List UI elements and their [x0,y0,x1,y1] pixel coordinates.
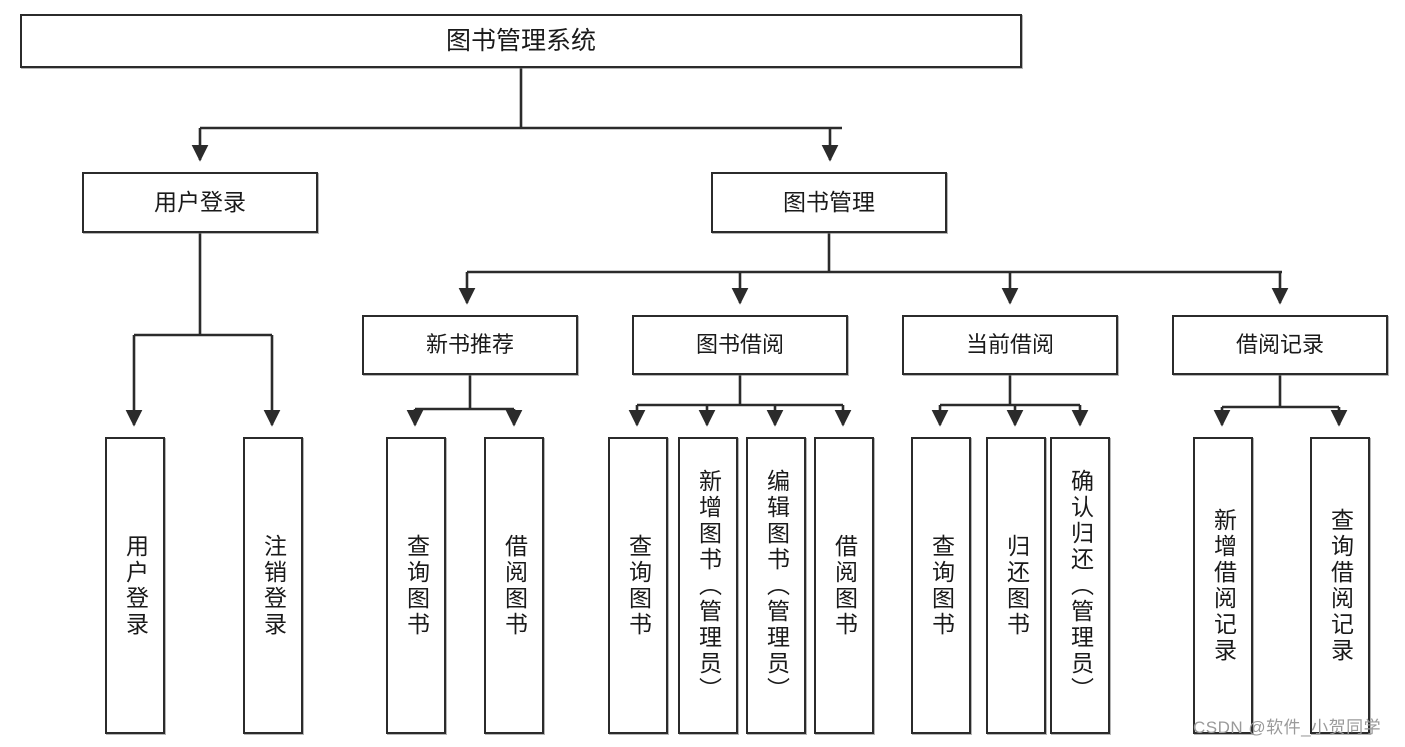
node-borrow-record-label: 借阅记录 [1235,332,1324,358]
leaf-return-book-label: 归还图书 [1003,533,1030,638]
node-new-book-rec-label: 新书推荐 [425,332,514,358]
leaf-borrow-book-1-label: 借阅图书 [501,533,528,638]
node-root[interactable]: 图书管理系统 [20,14,1022,68]
node-book-manage[interactable]: 图书管理 [711,172,947,233]
leaf-user-logout[interactable]: 注销登录 [243,437,303,734]
node-current-borrow[interactable]: 当前借阅 [902,315,1118,375]
leaf-query-book-3[interactable]: 查询图书 [911,437,971,734]
node-book-borrow[interactable]: 图书借阅 [632,315,848,375]
node-root-label: 图书管理系统 [445,26,596,55]
node-book-borrow-label: 图书借阅 [695,332,784,358]
leaf-query-record-label: 查询借阅记录 [1327,507,1354,664]
leaf-user-logout-label: 注销登录 [260,533,287,638]
leaf-add-book-label: 新增图书（管理员） [695,468,722,703]
leaf-user-login[interactable]: 用户登录 [105,437,165,734]
leaf-borrow-book-2[interactable]: 借阅图书 [814,437,874,734]
node-borrow-record[interactable]: 借阅记录 [1172,315,1388,375]
watermark: CSDN @软件_小贺同学 [1193,718,1382,737]
leaf-edit-book[interactable]: 编辑图书（管理员） [746,437,806,734]
leaf-query-book-1-label: 查询图书 [403,533,430,638]
leaf-add-book[interactable]: 新增图书（管理员） [678,437,738,734]
leaf-add-record-label: 新增借阅记录 [1210,507,1237,664]
leaf-confirm-return[interactable]: 确认归还（管理员） [1050,437,1110,734]
leaf-borrow-book-1[interactable]: 借阅图书 [484,437,544,734]
leaf-query-book-1[interactable]: 查询图书 [386,437,446,734]
leaf-borrow-book-2-label: 借阅图书 [831,533,858,638]
leaf-edit-book-label: 编辑图书（管理员） [763,468,790,703]
node-user-login-label: 用户登录 [154,189,246,216]
leaf-query-book-2[interactable]: 查询图书 [608,437,668,734]
node-user-login[interactable]: 用户登录 [82,172,318,233]
node-current-borrow-label: 当前借阅 [965,332,1054,358]
leaf-return-book[interactable]: 归还图书 [986,437,1046,734]
node-new-book-rec[interactable]: 新书推荐 [362,315,578,375]
leaf-add-record[interactable]: 新增借阅记录 [1193,437,1253,734]
leaf-confirm-return-label: 确认归还（管理员） [1067,468,1094,703]
leaf-query-book-2-label: 查询图书 [625,533,652,638]
leaf-query-record[interactable]: 查询借阅记录 [1310,437,1370,734]
node-book-manage-label: 图书管理 [783,189,875,216]
leaf-query-book-3-label: 查询图书 [928,533,955,638]
leaf-user-login-label: 用户登录 [122,533,149,638]
